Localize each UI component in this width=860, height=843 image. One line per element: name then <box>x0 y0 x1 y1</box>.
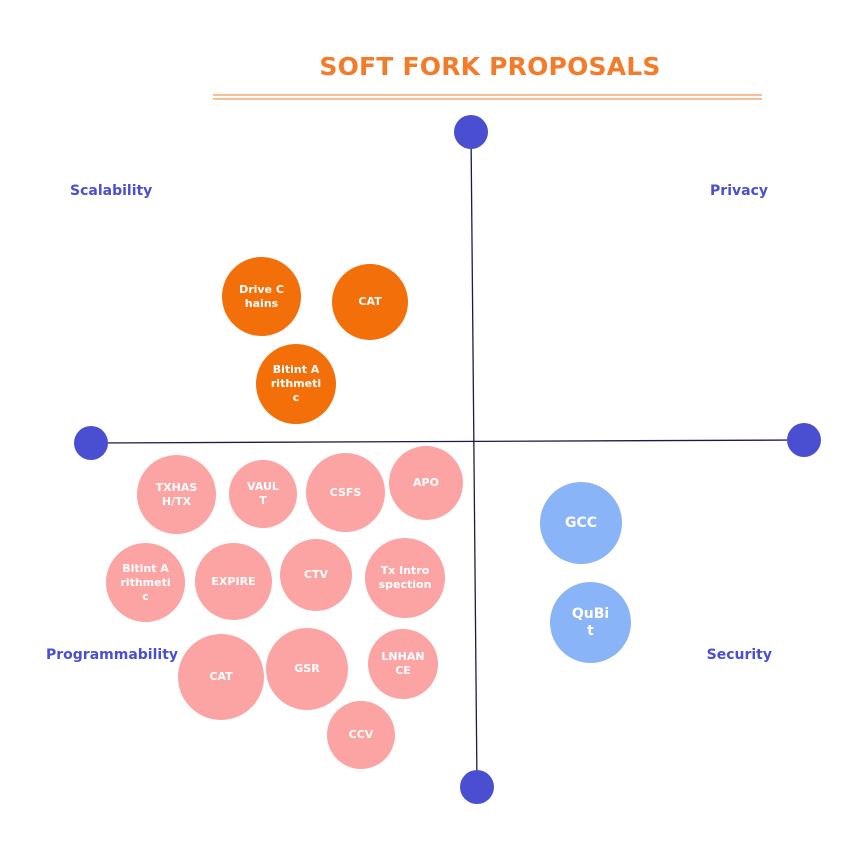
proposal-bubble-ccv: CCV <box>327 701 395 769</box>
proposal-label: QuBit <box>571 605 610 639</box>
proposal-bubble-lnhance: LNHANCE <box>368 629 438 699</box>
proposal-label: APO <box>413 476 439 489</box>
axis-dot-top <box>454 115 488 149</box>
proposal-bubble-bitint-arithmetic-scalability: Bitint Arithmetic <box>256 344 336 424</box>
vertical-axis <box>470 131 478 788</box>
quadrant-label-privacy: Privacy <box>710 183 768 199</box>
proposal-bubble-apo: APO <box>389 446 463 520</box>
proposal-label: Drive Chains <box>239 282 284 310</box>
proposal-bubble-bitint-arithmetic-programmability: Bitint Arithmetic <box>106 543 185 622</box>
quadrant-label-programmability: Programmability <box>46 647 179 663</box>
proposal-label: CAT <box>358 295 382 308</box>
proposal-label: LNHANCE <box>381 650 425 677</box>
proposal-label: CAT <box>209 670 233 683</box>
proposal-label: Bitint Arithmetic <box>270 363 322 404</box>
proposal-bubble-gsr: GSR <box>266 628 348 710</box>
proposal-label: CTV <box>303 568 329 581</box>
axis-dot-right <box>787 423 821 457</box>
proposal-label: GCC <box>564 514 598 531</box>
proposal-label: TXHASH/TX <box>155 480 198 508</box>
proposal-bubble-tx-introspection: Tx Introspection <box>365 538 445 618</box>
proposal-label: CCV <box>348 728 374 741</box>
proposal-bubble-gcc: GCC <box>540 482 622 564</box>
proposal-label: EXPIRE <box>211 574 256 588</box>
proposal-bubble-txhash: TXHASH/TX <box>137 455 216 534</box>
page-title: SOFT FORK PROPOSALS <box>319 52 661 81</box>
proposal-bubble-csfs: CSFS <box>306 453 385 532</box>
proposal-label: VAULT <box>247 480 279 507</box>
proposal-bubble-cat-scalability: CAT <box>332 264 408 340</box>
quadrant-label-security: Security <box>706 647 772 663</box>
axis-dot-left <box>74 426 108 460</box>
proposal-bubble-cat-programmability: CAT <box>178 634 264 720</box>
horizontal-axis <box>90 439 805 444</box>
axis-dot-bottom <box>460 770 494 804</box>
quadrant-label-scalability: Scalability <box>70 183 153 199</box>
proposal-label: CSFS <box>329 485 362 499</box>
proposal-label: GSR <box>294 662 320 675</box>
proposal-bubble-drive-chains: Drive Chains <box>222 257 301 336</box>
proposal-bubble-ctv: CTV <box>280 539 352 611</box>
proposal-bubble-qubit: QuBit <box>550 582 631 663</box>
proposal-label: Tx Introspection <box>378 564 432 591</box>
proposal-bubble-expire: EXPIRE <box>195 543 272 620</box>
proposal-label: Bitint Arithmetic <box>120 561 171 603</box>
proposal-bubble-vault: VAULT <box>229 460 297 528</box>
